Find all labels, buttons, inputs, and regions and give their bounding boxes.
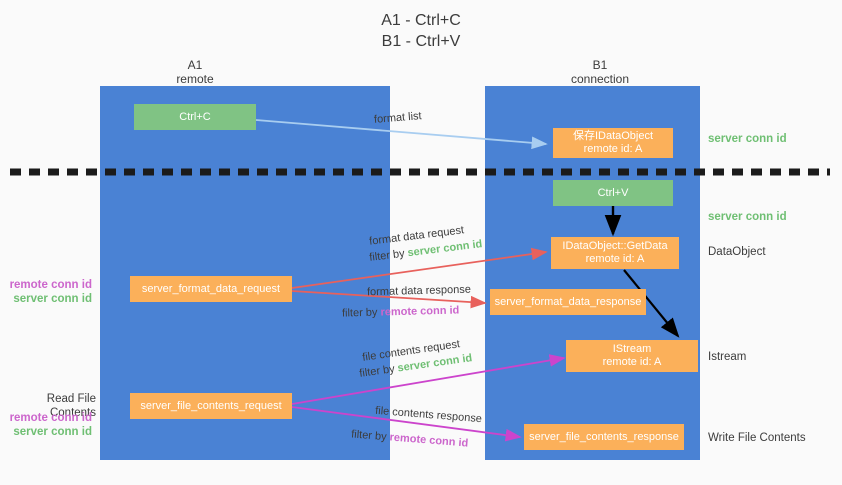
label-server-conn-id-1: server conn id <box>13 293 92 305</box>
edge-label-format-data-response-filter: filter by remote conn id <box>342 303 460 321</box>
node-idataobject-getdata[interactable]: IDataObject::GetData remote id: A <box>551 237 679 269</box>
label-dataobject: DataObject <box>708 246 766 258</box>
column-header-b1: B1 connection <box>570 58 630 86</box>
node-istream[interactable]: IStream remote id: A <box>566 340 698 372</box>
edge-label-format-list: format list <box>373 110 423 126</box>
node-save-idataobject[interactable]: 保存IDataObject remote id: A <box>553 128 673 158</box>
node-ctrl-c[interactable]: Ctrl+C <box>134 104 256 130</box>
column-header-a1: A1 remote <box>176 58 214 86</box>
filter-value-remote-conn-id: remote conn id <box>389 431 469 450</box>
filter-value-remote-conn-id: remote conn id <box>380 304 460 319</box>
label-server-conn-id-mid: server conn id <box>708 211 787 223</box>
filter-prefix: filter by <box>368 247 409 264</box>
node-ctrl-v[interactable]: Ctrl+V <box>553 180 673 206</box>
label-read-file-contents: Read File Contents <box>46 393 96 419</box>
filter-prefix: filter by <box>341 306 381 320</box>
edge-label-file-contents-response: file contents response <box>374 404 483 426</box>
label-remote-conn-id-1: remote conn id <box>9 279 92 291</box>
filter-prefix: filter by <box>350 428 391 444</box>
node-server-file-contents-request[interactable]: server_file_contents_request <box>130 393 292 419</box>
label-istream: Istream <box>708 351 747 363</box>
filter-prefix: filter by <box>358 362 399 380</box>
label-remote-conn-id-2: remote conn id <box>9 412 92 424</box>
edge-label-format-data-response: format data response <box>366 283 472 299</box>
node-server-file-contents-response[interactable]: server_file_contents_response <box>524 424 684 450</box>
label-write-file-contents: Write File Contents <box>708 432 806 444</box>
label-server-conn-id-2: server conn id <box>13 426 92 438</box>
label-server-conn-id-top: server conn id <box>708 133 787 145</box>
node-server-format-data-request[interactable]: server_format_data_request <box>130 276 292 302</box>
page-title: A1 - Ctrl+C B1 - Ctrl+V <box>381 12 461 50</box>
node-server-format-data-response[interactable]: server_format_data_response <box>490 289 646 315</box>
